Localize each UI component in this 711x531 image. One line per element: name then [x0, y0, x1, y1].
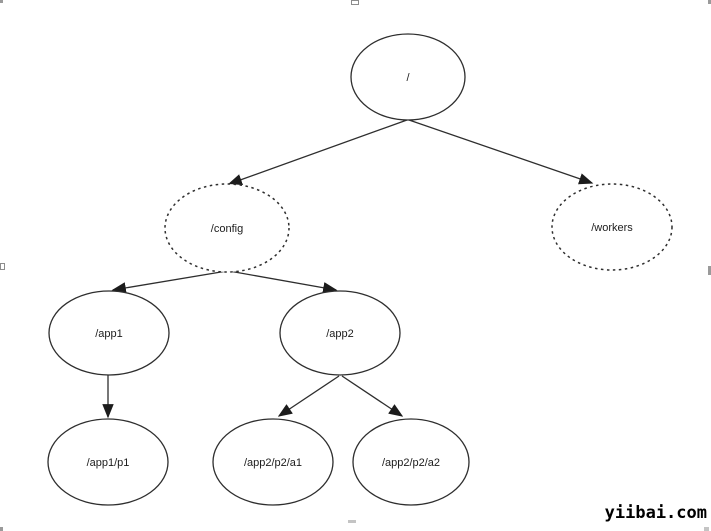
node-app2p2a2-label: /app2/p2/a2	[382, 457, 440, 469]
node-app2p2a1-shape	[212, 418, 334, 506]
node-app1-label: /app1	[95, 328, 123, 340]
edge-app2-app2p2a2	[341, 375, 404, 417]
node-config: /config	[164, 183, 290, 273]
node-app2p2a1: /app2/p2/a1	[212, 418, 334, 506]
node-app1p1-label: /app1/p1	[87, 457, 130, 469]
selection-handle-top-center[interactable]	[351, 0, 359, 5]
selection-handle-bottom-left[interactable]	[0, 527, 3, 531]
node-workers: /workers	[551, 183, 673, 271]
edge-config-app1	[111, 270, 228, 294]
node-app2p2a2-shape	[352, 418, 470, 506]
node-app1: /app1	[48, 290, 170, 376]
node-config-label: /config	[211, 223, 243, 235]
edge-group	[102, 119, 594, 419]
selection-handle-top-left[interactable]	[0, 0, 3, 3]
node-workers-label: /workers	[591, 222, 633, 234]
node-app2p2a1-label: /app2/p2/a1	[244, 457, 302, 469]
node-app1p1-shape	[47, 418, 169, 506]
edge-config-app2	[228, 270, 338, 294]
selection-handle-bottom-center[interactable]	[348, 520, 356, 523]
node-root: /	[350, 33, 466, 121]
node-workers-shape	[551, 183, 673, 271]
edge-root-workers	[408, 119, 594, 185]
node-root-label: /	[406, 72, 410, 84]
node-config-shape	[164, 183, 290, 273]
watermark: yiibai.com	[605, 503, 707, 523]
node-app2p2a2: /app2/p2/a2	[352, 418, 470, 506]
selection-handle-top-right[interactable]	[708, 0, 711, 4]
node-root-shape	[350, 33, 466, 121]
node-app2-shape	[279, 290, 401, 376]
node-app1p1: /app1/p1	[47, 418, 169, 506]
selection-handle-left-middle[interactable]	[0, 263, 5, 270]
selection-handle-bottom-right[interactable]	[704, 527, 709, 531]
node-app2-label: /app2	[326, 328, 354, 340]
edge-app2-app2p2a1	[277, 375, 340, 417]
node-app2: /app2	[279, 290, 401, 376]
node-app1-shape	[48, 290, 170, 376]
edge-root-config	[227, 119, 408, 186]
selection-handle-right-middle[interactable]	[708, 266, 711, 275]
